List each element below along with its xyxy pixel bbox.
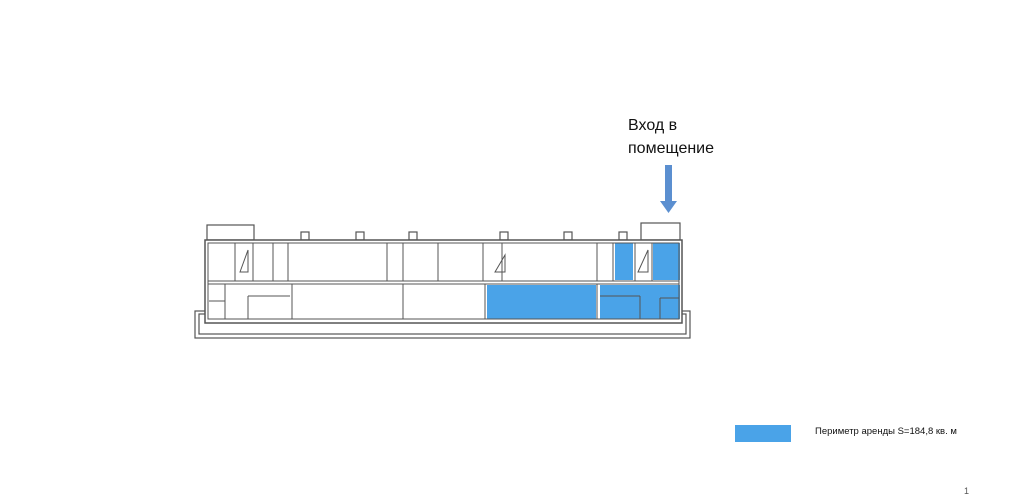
rented-hall (487, 285, 596, 319)
entry-label: Вход в помещение (628, 114, 714, 160)
stair-symbols (239, 249, 649, 273)
entry-arrow-icon (660, 165, 677, 213)
entry-label-line2: помещение (628, 140, 715, 157)
page-number: 1 (964, 486, 970, 496)
partitions-bottom (209, 284, 679, 319)
partitions-top (234, 243, 653, 281)
entry-label-line1: Вход в (628, 117, 678, 134)
wall-niches (300, 231, 628, 241)
right-stair-porch (640, 222, 681, 241)
rented-room-top-1 (615, 243, 633, 280)
legend-text: Периметр аренды S=184,8 кв. м (815, 426, 957, 437)
legend-swatch (735, 425, 791, 442)
rented-room-top-2 (653, 243, 680, 280)
rented-areas (487, 243, 680, 319)
left-stair-porch (206, 224, 255, 241)
